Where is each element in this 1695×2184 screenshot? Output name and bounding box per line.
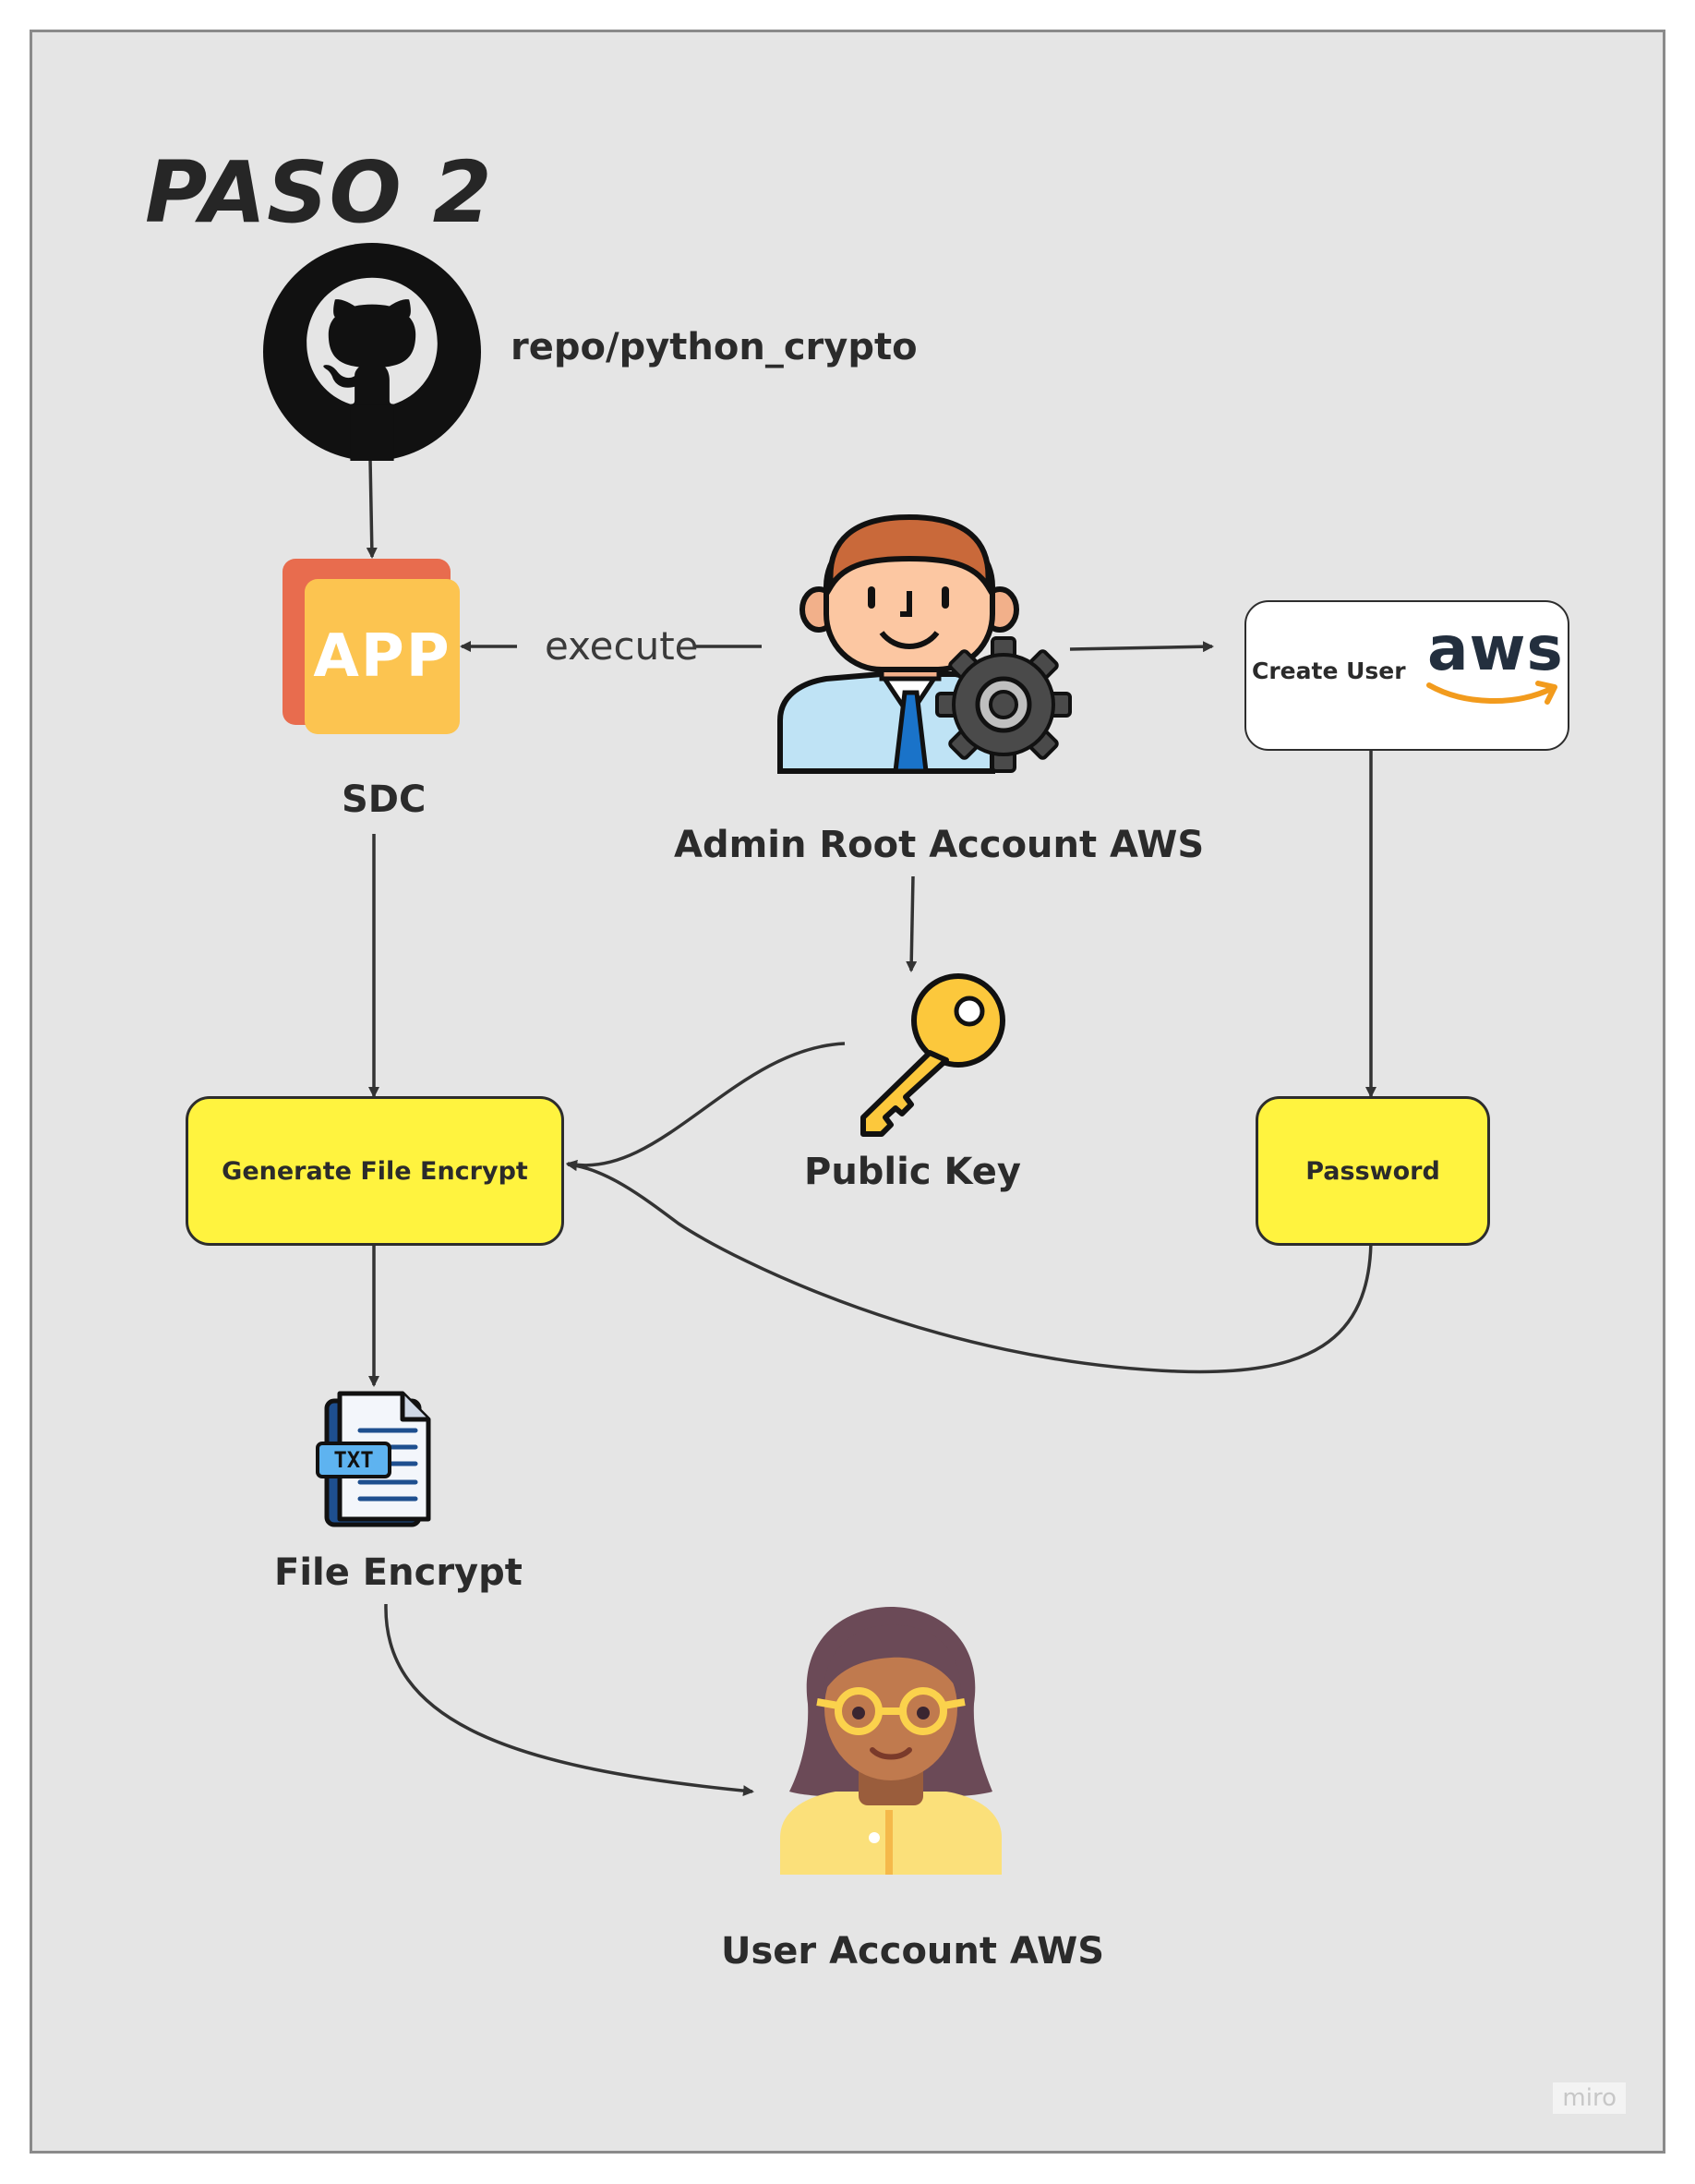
aws-smile-icon [1426, 681, 1557, 705]
generate-file-encrypt-node: Generate File Encrypt [186, 1096, 564, 1246]
edge-key-to-generate [566, 1042, 846, 1171]
create-user-aws-node: Create User aws [1244, 600, 1569, 751]
edge-file-to-user [384, 1603, 754, 1797]
admin-label: Admin Root Account AWS [674, 824, 1205, 866]
github-icon [263, 243, 481, 461]
user-account-label: User Account AWS [721, 1930, 1105, 1973]
key-icon [860, 973, 1005, 1137]
app-icon-text: APP [313, 622, 451, 691]
miro-watermark: miro [1553, 2082, 1626, 2114]
public-key-label: Public Key [804, 1151, 1021, 1193]
txt-icon-text: TXT [333, 1447, 373, 1473]
file-encrypt-label: File Encrypt [274, 1551, 523, 1594]
edges-layer [366, 458, 1376, 1797]
password-label: Password [1305, 1156, 1440, 1186]
generate-label: Generate File Encrypt [222, 1156, 528, 1186]
edge-admin-to-aws [1069, 641, 1214, 653]
page-title: PASO 2 [145, 143, 493, 242]
sdc-label: SDC [342, 778, 427, 821]
aws-logo: aws [1424, 613, 1564, 711]
edge-password-to-generate [566, 1160, 1373, 1374]
aws-logo-text: aws [1427, 613, 1564, 684]
app-icon: APP [282, 559, 460, 734]
admin-gear-icon [777, 513, 1072, 774]
password-node: Password [1256, 1096, 1490, 1246]
user-woman-icon [780, 1607, 1002, 1875]
repo-label: repo/python_crypto [511, 326, 918, 368]
create-user-label: Create User [1252, 658, 1406, 684]
edge-github-to-app [366, 458, 378, 559]
execute-label: execute [545, 623, 699, 669]
edge-admin-to-key [906, 875, 918, 972]
txt-file-icon: TXT [316, 1391, 431, 1527]
diagram-canvas: PASO 2 [30, 30, 1665, 2154]
